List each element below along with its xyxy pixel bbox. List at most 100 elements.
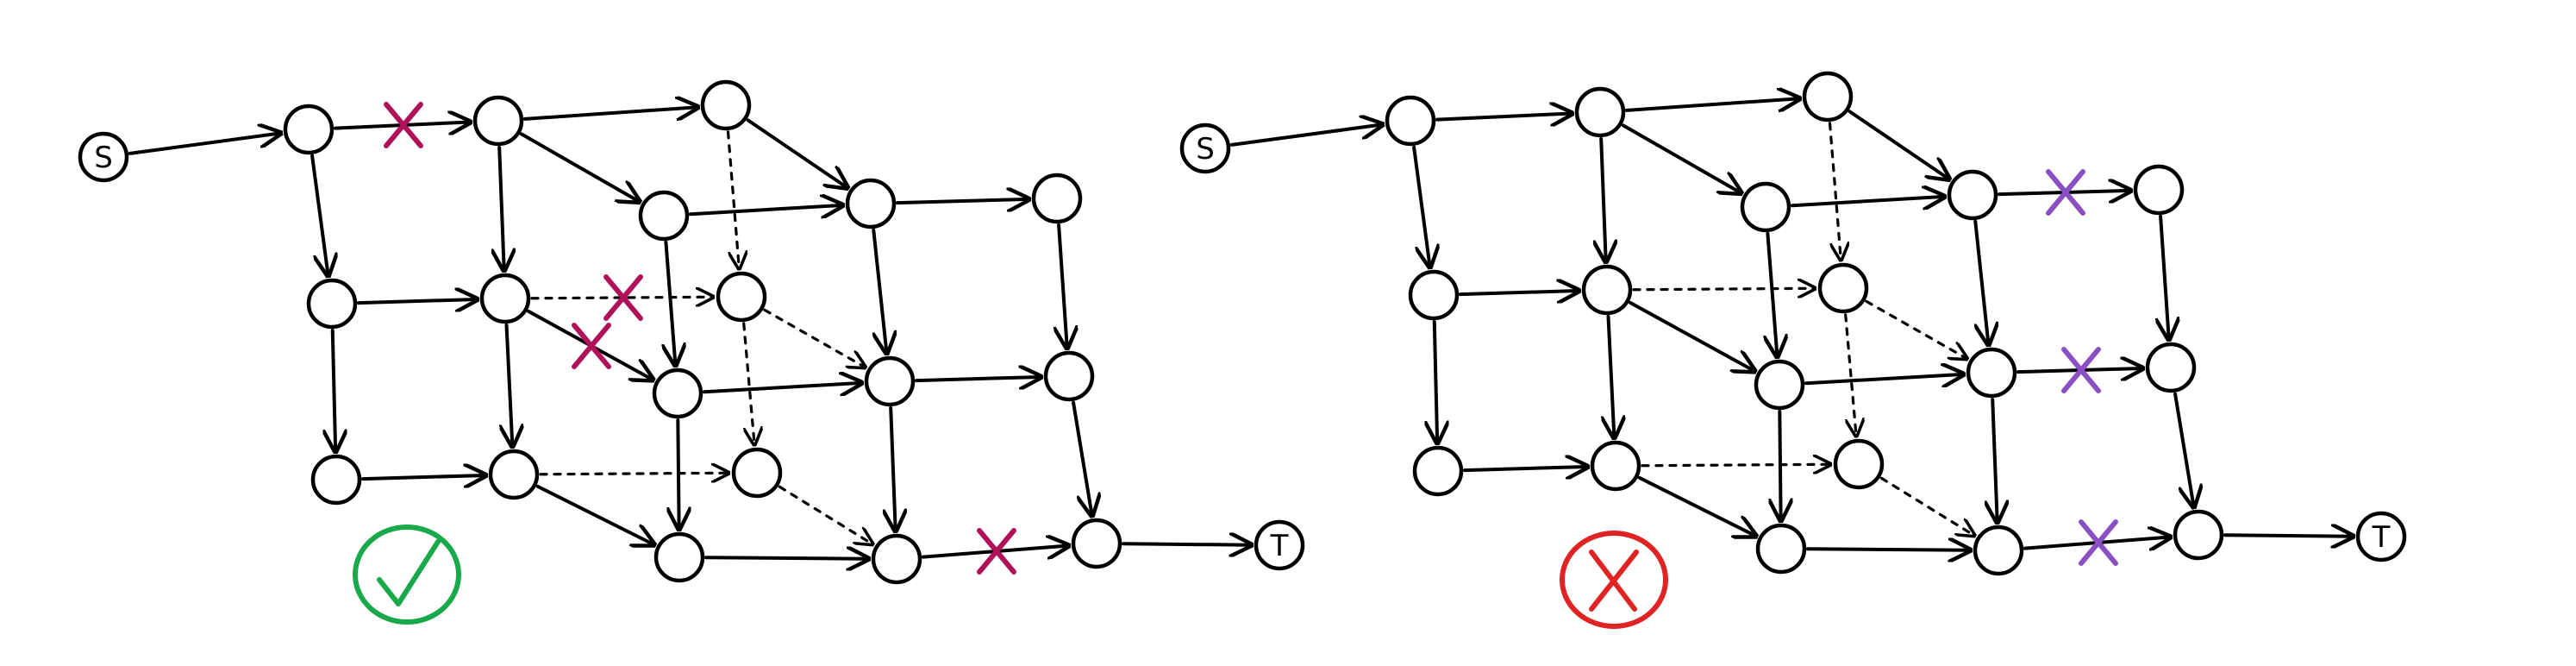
- dotted-edge-B2-C3: [530, 297, 713, 298]
- node-E2: [871, 533, 922, 585]
- edge-B5-C5: [1059, 223, 1067, 348]
- dotted-edge-C3-D2: [1844, 313, 1856, 436]
- edge-A1-B1: [1412, 145, 1430, 267]
- node-B1: [306, 278, 358, 330]
- edge-E1-E2: [703, 557, 868, 558]
- edge-B1-C1: [1435, 319, 1437, 443]
- edge-A2-B3: [519, 132, 639, 201]
- source-label: S: [94, 141, 113, 175]
- node-B3: [1740, 181, 1791, 233]
- cut-mark-B2-D1: [572, 323, 611, 369]
- edge-E3-T: [2223, 535, 2353, 536]
- dotted-edge-A3-C3: [726, 130, 740, 268]
- edge-A2-A3: [1624, 98, 1799, 110]
- cut-mark-E2-E3: [2079, 519, 2118, 566]
- node-B5: [1031, 173, 1083, 224]
- cut-mark-C4-C5: [2061, 347, 2101, 393]
- node-A1: [283, 104, 335, 155]
- edge-B5-C5: [2160, 214, 2169, 339]
- edge-D1-C4: [1804, 374, 1963, 383]
- edge-A3-B4: [1848, 110, 1949, 179]
- node-B2: [479, 273, 531, 324]
- node-E2: [1973, 525, 2024, 576]
- verdict-valid-badge: [353, 525, 461, 625]
- diagram-right: ST: [1179, 71, 2407, 576]
- edge-E1-E2: [1805, 549, 1970, 550]
- node-C2: [1590, 440, 1641, 492]
- edge-C5-E3: [1072, 400, 1092, 516]
- node-C2: [488, 449, 540, 500]
- node-B2: [1581, 264, 1633, 316]
- edge-C1-C2: [1462, 467, 1587, 470]
- node-D2: [1833, 438, 1885, 490]
- dotted-edge-C3-D2: [742, 322, 754, 444]
- edge-C1-C2: [360, 475, 485, 479]
- edge-C2-E1: [1637, 475, 1756, 536]
- dotted-edge-A3-C3: [1828, 122, 1841, 260]
- edge-C4-E2: [1992, 397, 1998, 522]
- source-node: [78, 131, 129, 183]
- source-node: [1179, 123, 1231, 174]
- dotted-edge-C3-C4: [1865, 299, 1966, 358]
- node-C1: [310, 454, 362, 506]
- edge-D1-C4: [702, 383, 861, 392]
- node-C5: [1043, 350, 1095, 402]
- node-C4: [864, 355, 916, 407]
- node-A3: [1802, 71, 1854, 123]
- node-A2: [472, 95, 524, 147]
- edge-A2-B2: [499, 145, 504, 270]
- node-B5: [2133, 164, 2185, 216]
- dotted-edge-D2-E2: [778, 485, 872, 543]
- node-E3: [2173, 509, 2224, 561]
- node-B4: [1947, 169, 1998, 221]
- node-D1: [1754, 359, 1805, 411]
- node-C5: [2145, 342, 2197, 393]
- node-A1: [1385, 95, 1436, 147]
- dotted-edge-B2-C3: [1632, 288, 1815, 290]
- node-A3: [700, 79, 752, 131]
- cut-mark-B4-B5: [2046, 169, 2085, 216]
- edge-E3-T: [1121, 543, 1251, 544]
- edge-C5-E3: [2173, 392, 2194, 507]
- node-A2: [1574, 86, 1626, 138]
- edge-B4-C4: [872, 228, 886, 353]
- edge-C4-C5: [914, 377, 1041, 380]
- edge-B4-C4: [1973, 219, 1988, 344]
- verdict-invalid-badge: [1560, 531, 1668, 629]
- edge-A2-B3: [1621, 123, 1741, 192]
- diagram-left: ST: [78, 79, 1305, 585]
- cut-mark-B2-C3: [603, 274, 643, 321]
- edge-A3-B4: [746, 118, 847, 187]
- edge-B1-B2: [1458, 291, 1579, 294]
- node-D1: [652, 368, 703, 419]
- dotted-edge-C2-D2: [539, 473, 728, 474]
- edge-A1-B1: [310, 154, 328, 276]
- edge-B2-D1: [1629, 300, 1754, 371]
- edge-B3-D1: [1767, 231, 1777, 356]
- node-C3: [1817, 262, 1869, 314]
- node-E3: [1071, 518, 1122, 569]
- sink-label: T: [1270, 529, 1289, 563]
- node-C1: [1412, 445, 1464, 497]
- sink-node: [2355, 511, 2407, 562]
- node-B3: [638, 190, 690, 242]
- edge-B1-B2: [356, 299, 477, 303]
- cut-mark-A1-A2: [384, 102, 423, 148]
- edge-B3-D1: [666, 240, 675, 365]
- edge-B3-B4: [1790, 197, 1944, 205]
- source-label: S: [1196, 132, 1215, 166]
- edge-B2-C2: [507, 323, 513, 446]
- node-E1: [653, 531, 705, 583]
- checkmark-icon: [377, 539, 441, 606]
- edge-B4-B5: [895, 199, 1029, 203]
- cut-mark-E2-E3: [977, 528, 1016, 575]
- edge-C2-E1: [535, 484, 654, 544]
- edge-A1-A2: [1435, 113, 1572, 119]
- node-C3: [716, 271, 767, 323]
- dotted-edge-C2-D2: [1641, 464, 1830, 466]
- cross-icon: [1589, 550, 1639, 612]
- edge-B2-C2: [1609, 314, 1615, 437]
- sink-label: T: [2372, 520, 2391, 555]
- edge-B1-C1: [333, 328, 335, 451]
